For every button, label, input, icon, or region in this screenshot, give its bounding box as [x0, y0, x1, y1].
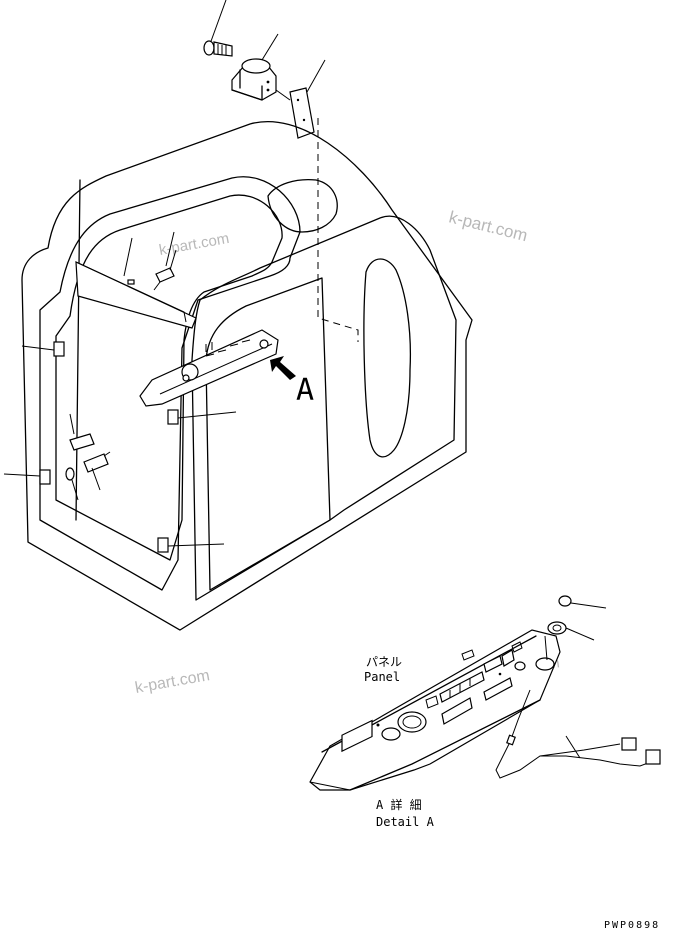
plug-icon [558, 595, 607, 609]
mount-bracket-assembly [203, 0, 359, 342]
washer-ring-icon [547, 621, 595, 641]
clip-icon [153, 249, 177, 291]
bolt-right-icon [83, 451, 111, 491]
watermark-top-right: k-part.com [447, 207, 530, 245]
view-marker-label: A [296, 373, 314, 408]
watermark-group: k-part.com k-part.com k-part.com k-part.… [134, 207, 561, 696]
wire-harness-icon [495, 689, 661, 779]
bolt-left-icon [69, 413, 95, 451]
panel-label-jp: パネル [366, 655, 402, 669]
watermark-left: k-part.com [134, 667, 211, 697]
washer-icon [65, 467, 79, 501]
sun-visor-icon [75, 261, 197, 329]
operator-cab: A [3, 121, 473, 631]
clip-right-lower-icon [157, 537, 225, 553]
detail-label-en: Detail A [376, 815, 435, 829]
clip-left-upper-icon [21, 341, 65, 357]
detail-label-jp: A 詳 細 [376, 797, 422, 812]
drawing-code: PWP0898 [604, 920, 660, 931]
clip-right-upper-icon [167, 409, 237, 425]
panel-label-en: Panel [364, 670, 400, 684]
clip-left-lower-icon [3, 469, 51, 485]
view-arrow-icon [270, 356, 296, 380]
mounting-plate-icon [289, 87, 315, 139]
cab-panel-icon [139, 329, 279, 407]
bolt-icon [203, 40, 233, 57]
detail-a-panel-assembly: パネル Panel A 詳 細 Detail A [309, 595, 661, 829]
bracket-icon [231, 58, 277, 101]
